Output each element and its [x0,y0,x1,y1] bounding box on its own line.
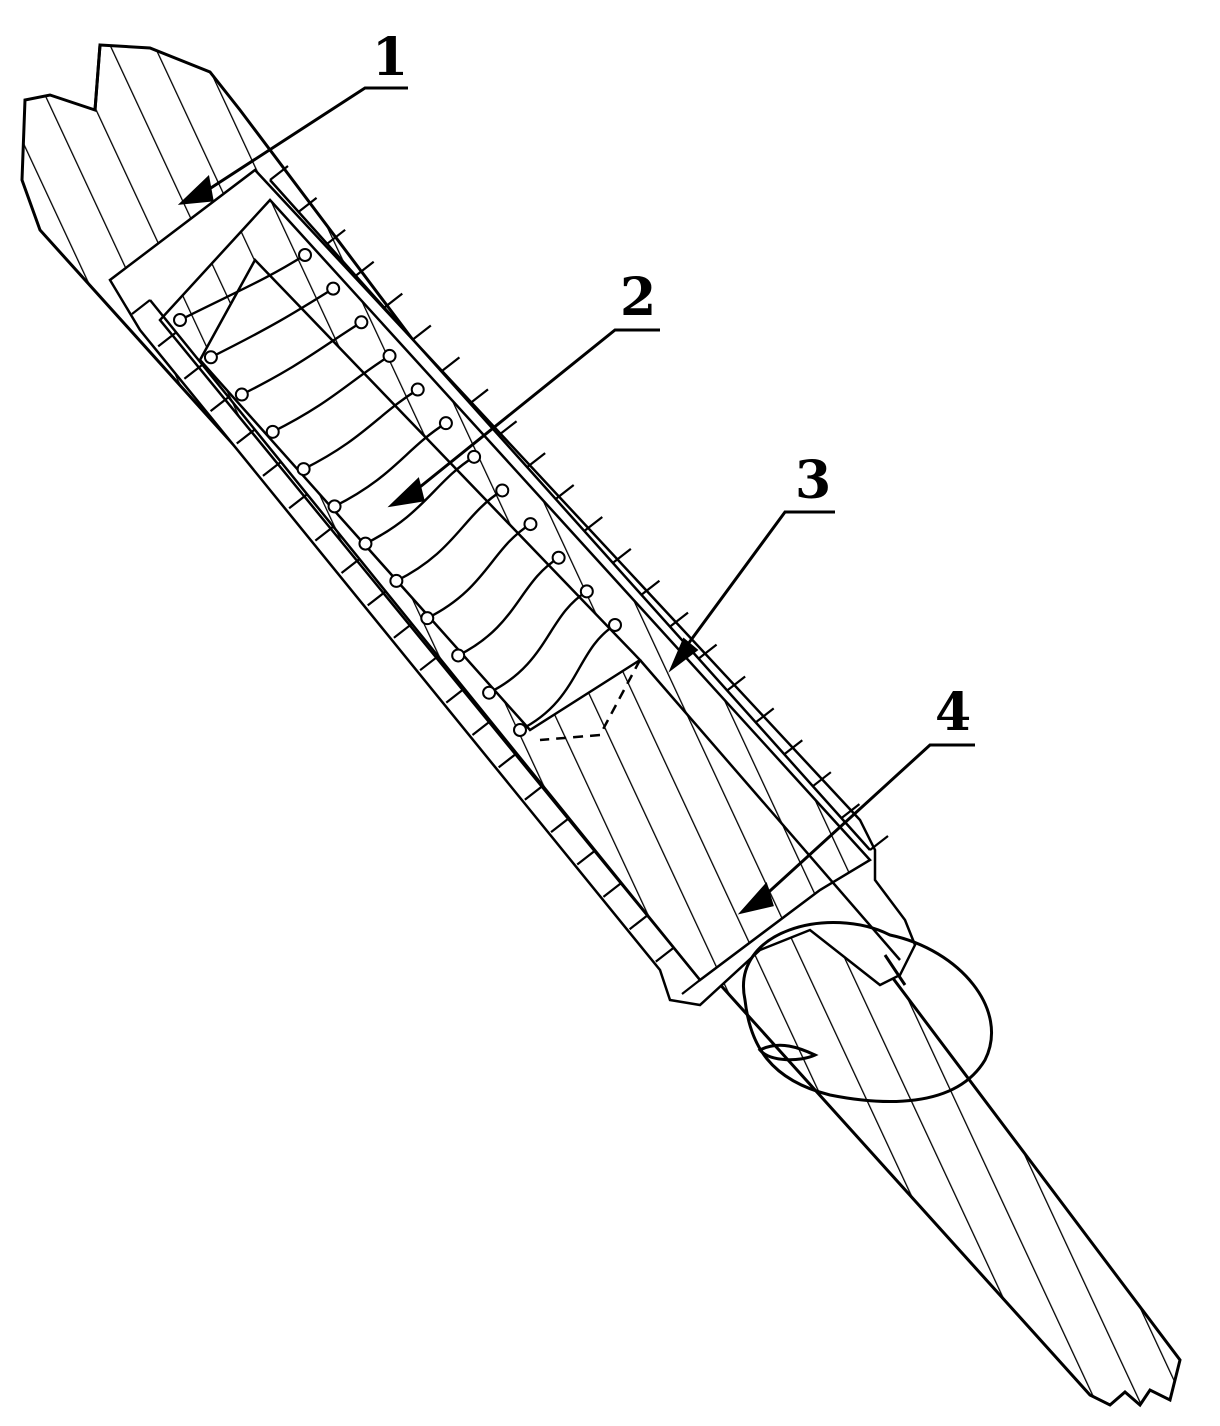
head-notch [93,44,102,111]
sleeve-segment [326,228,346,245]
label-1: 1 [372,27,408,88]
detail-tick [883,954,907,986]
sleeve-segments-upper [269,165,889,851]
coil-node [420,611,435,626]
leader-2 [409,328,660,497]
coil-wire [303,388,419,471]
coil-node [438,416,453,431]
sleeve-segment [526,452,546,469]
detail-ellipse [742,921,993,1104]
arrow-3 [668,637,699,673]
sleeve-segment [655,946,675,963]
coil-wire [488,590,588,694]
coil-node [523,517,538,532]
sleeve-segment [783,739,803,756]
coil-wire [241,321,363,396]
coil-node [467,449,482,464]
coil-node [579,584,594,599]
coil-wire [179,253,306,322]
coil-node [327,499,342,514]
coil-wire [364,455,475,545]
coil-node [513,723,527,737]
leader-3 [678,510,835,656]
coil-node [298,248,312,262]
leaders [177,86,975,915]
label-4: 4 [935,682,971,743]
sleeve-segment [471,720,492,736]
sleeve-segment [497,752,518,769]
sleeve-segment [612,547,632,564]
reference-labels: 1 2 3 4 [372,27,971,743]
coil-wire [334,422,447,508]
sleeve-segment [669,611,689,628]
sleeve-segment [550,817,570,833]
label-2: 2 [620,267,656,328]
coil-spring [173,248,622,737]
sleeve-segment [469,388,489,405]
coil-node [265,424,280,439]
coil-node [203,350,218,365]
sleeve-segment [755,707,775,724]
sleeve-segment [555,484,575,500]
sleeve-segment [419,655,439,672]
coil-node [296,462,311,477]
coil-wire [426,523,532,620]
sleeve-segment [812,771,832,788]
sleeve-segment [869,835,889,851]
sleeve-segment [726,675,746,692]
coil-node [358,536,373,551]
arrow-4 [737,881,774,915]
leader-4 [758,743,975,902]
sleeve-segment [583,516,603,532]
sleeve-segment [640,579,661,596]
sleeve-segment [697,643,718,660]
coil-wire [210,287,334,359]
sleeve-segment [355,260,375,277]
coil-node [495,483,510,498]
coil-node [173,313,187,327]
coil-node [354,315,369,330]
coil-node [410,382,425,397]
sleeve-segment [628,914,649,931]
sleeve-segment [269,165,289,181]
tie-rod [639,659,901,961]
sleeve-segment [440,356,461,373]
coil-wire [272,354,391,433]
detail-lug [757,1043,819,1062]
coil-wire [519,623,616,732]
leader-1 [199,86,408,197]
sleeve-segment [840,803,861,819]
sleeve-segment [602,881,623,898]
sleeve-segment [524,784,544,801]
inner-bore [158,198,901,982]
coil-node [551,550,566,565]
sleeve-segment [297,197,318,213]
coil-node [234,387,249,402]
sleeve-segment [681,979,701,995]
coil-wire [395,489,503,582]
detail-circle [742,921,993,1104]
arrow-1 [177,174,214,205]
coil-node [482,685,497,700]
sleeve-segment [445,687,465,704]
sleeve-segment [497,420,518,437]
coil-node [451,648,466,663]
sleeve-segment [412,324,432,341]
label-3: 3 [795,450,831,511]
coil-wire [457,556,560,657]
coil-node [382,348,397,363]
sleeve-segment [576,849,596,866]
coil-node [389,573,404,588]
coil-node [608,618,622,632]
sleeve-segment [131,299,151,315]
arrow-2 [387,477,425,508]
spring-seat [539,659,642,742]
coil-node [326,281,341,296]
sleeve-segment [383,292,403,309]
